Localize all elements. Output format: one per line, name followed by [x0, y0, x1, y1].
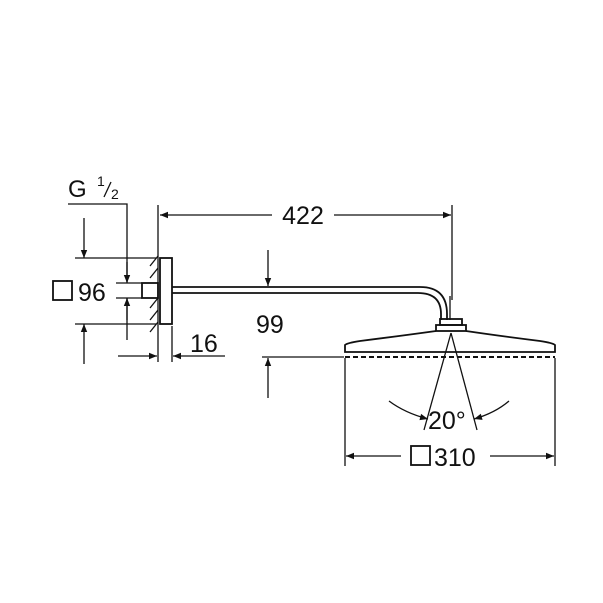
head-square-dimension: 310 — [344, 358, 556, 472]
drop-dimension: 99 — [256, 250, 344, 398]
flange-square-value: 96 — [78, 279, 106, 307]
thread-label: G 1 2 — [68, 173, 119, 203]
square-symbol-icon — [410, 445, 431, 466]
flange-square-dimension: 96 — [52, 218, 156, 364]
drop-value: 99 — [256, 311, 284, 339]
thread-leader — [68, 203, 142, 340]
spray-angle-dimension: 20° — [388, 332, 510, 435]
flange-depth-dimension: 16 — [118, 326, 225, 362]
thread-denominator: 2 — [111, 186, 119, 202]
shower-head — [344, 318, 556, 358]
thread-numerator: 1 — [97, 173, 105, 189]
arm-length-value: 422 — [282, 202, 324, 230]
spray-angle-value: 20° — [428, 407, 466, 435]
arm-length-dimension: 422 — [160, 202, 453, 300]
wall-flange — [141, 205, 173, 362]
flange-depth-value: 16 — [190, 330, 218, 358]
thread-letter: G — [68, 176, 87, 203]
head-square-value: 310 — [434, 444, 476, 472]
shower-arm — [172, 286, 451, 320]
square-symbol-icon — [52, 280, 73, 301]
